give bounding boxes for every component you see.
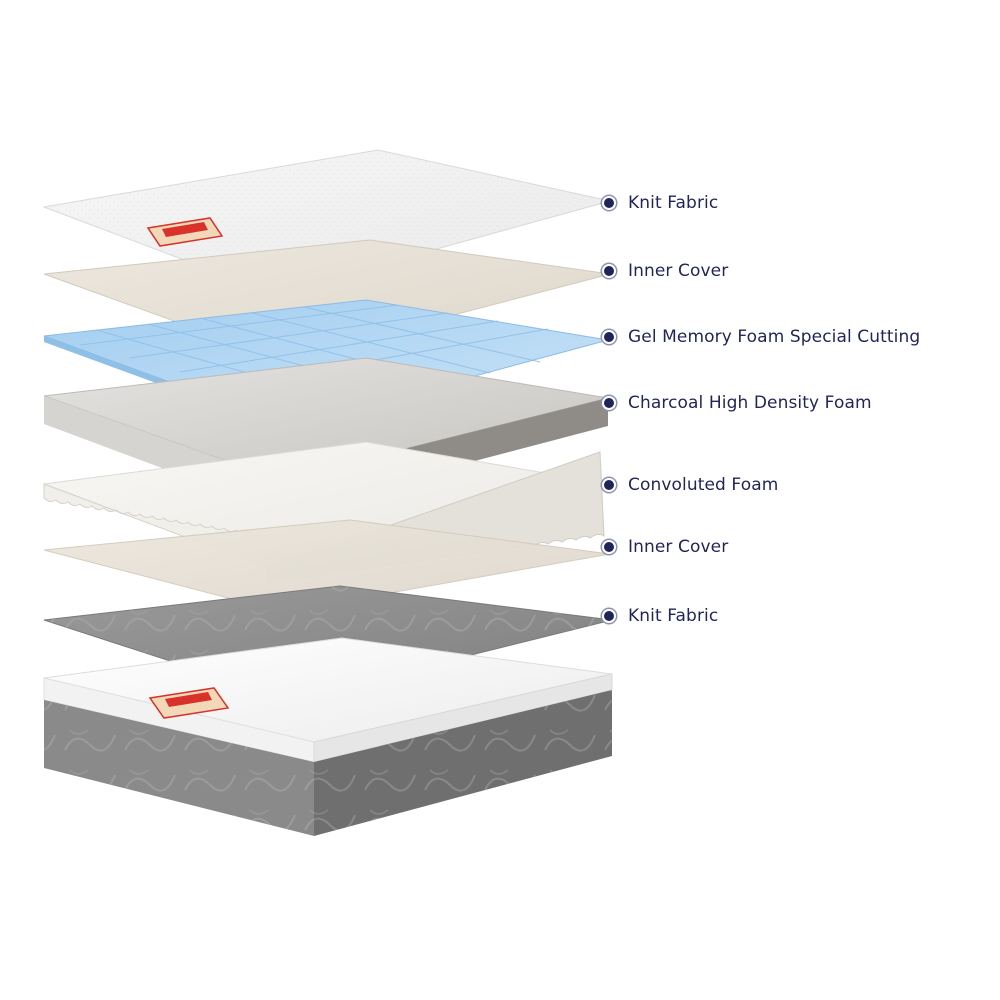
callout-gel-memory-foam: Gel Memory Foam Special Cutting <box>604 327 920 347</box>
callout-knit-fabric-bottom: Knit Fabric <box>604 606 718 626</box>
bullet-dot-icon <box>604 398 614 408</box>
callout-convoluted-foam: Convoluted Foam <box>604 475 778 495</box>
bullet-dot-icon <box>604 198 614 208</box>
layer-label: Knit Fabric <box>628 606 719 626</box>
layer-label: Inner Cover <box>628 537 729 557</box>
brand-tag-icon <box>146 217 224 247</box>
layer-label: Convoluted Foam <box>628 475 779 495</box>
layer-inner-cover-bottom <box>43 519 611 613</box>
layer-label: Knit Fabric <box>628 193 719 213</box>
bullet-dot-icon <box>604 542 614 552</box>
layer-label: Charcoal High Density Foam <box>628 393 872 413</box>
layer-knit-fabric-top <box>42 149 611 295</box>
callout-knit-fabric-top: Knit Fabric <box>604 193 718 213</box>
brand-tag-icon <box>148 687 230 719</box>
bullet-dot-icon <box>604 266 614 276</box>
callout-inner-cover-bottom: Inner Cover <box>604 537 728 557</box>
callout-inner-cover-top: Inner Cover <box>604 261 728 281</box>
bullet-dot-icon <box>604 611 614 621</box>
layer-label: Inner Cover <box>628 261 729 281</box>
bullet-dot-icon <box>604 480 614 490</box>
callout-charcoal-foam: Charcoal High Density Foam <box>604 393 872 413</box>
assembled-mattress <box>43 637 613 836</box>
bullet-dot-icon <box>604 332 614 342</box>
layer-label: Gel Memory Foam Special Cutting <box>628 327 921 347</box>
